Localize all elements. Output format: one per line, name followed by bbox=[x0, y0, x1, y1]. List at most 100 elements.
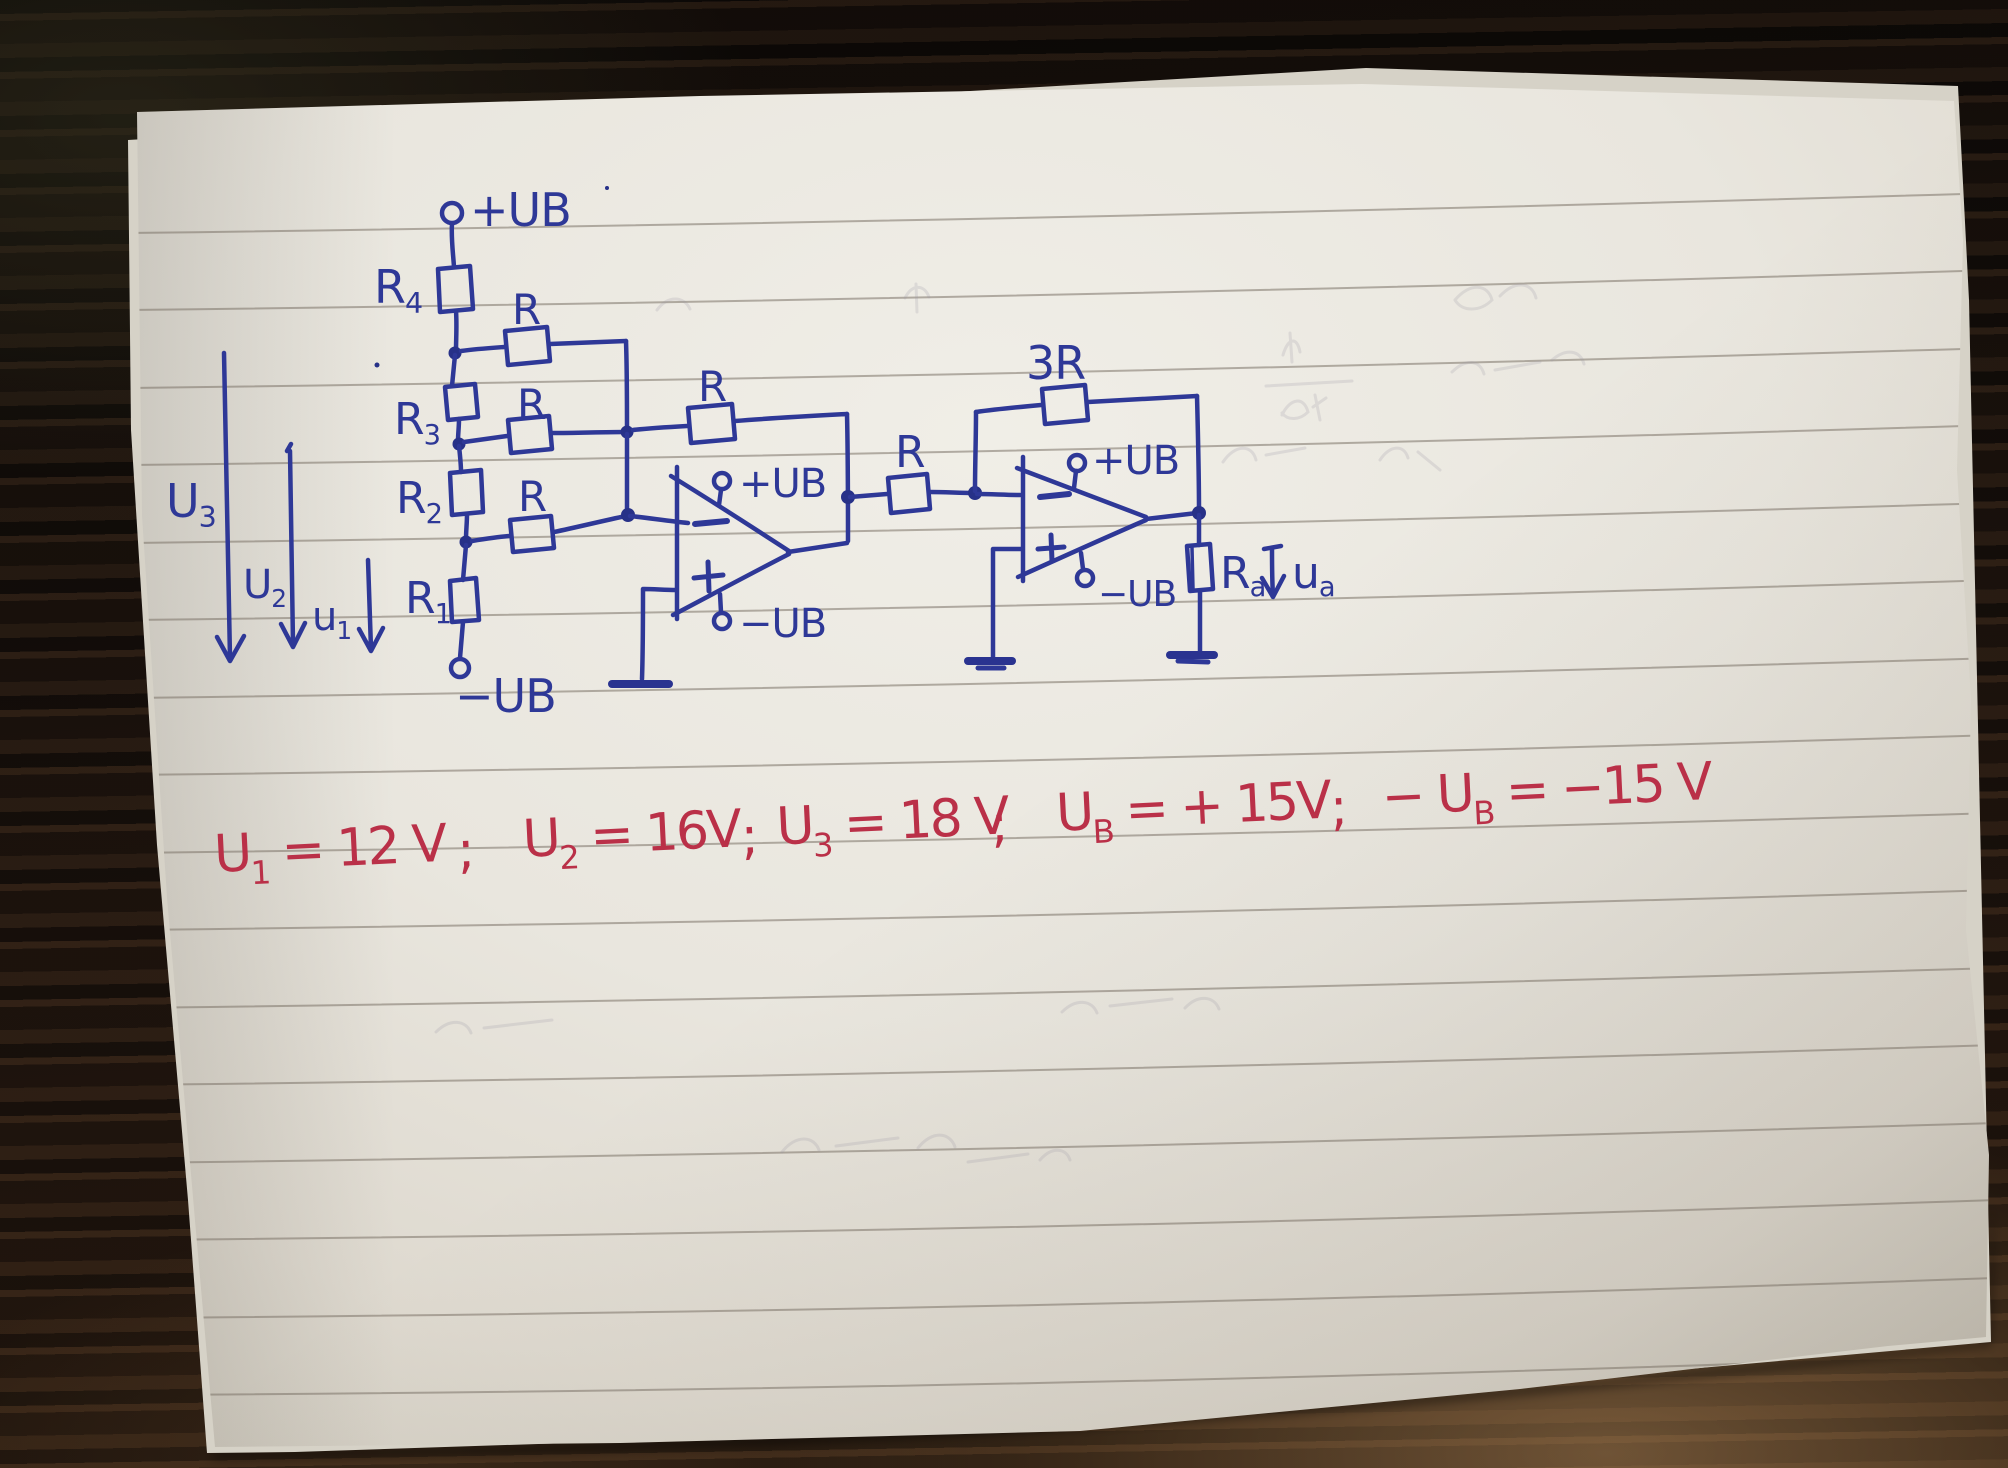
circuit-labels: +UB −UB R4 R3 R2 R1 R R R R R 3R U3 U2 u… bbox=[166, 183, 1336, 723]
wire bbox=[630, 423, 690, 433]
paper-edge-shading bbox=[137, 84, 1989, 1447]
voltage-arrow-u2 bbox=[284, 441, 296, 647]
wire bbox=[847, 491, 890, 500]
separator: ; bbox=[456, 820, 474, 881]
wire bbox=[547, 338, 629, 347]
arrowhead bbox=[278, 620, 308, 650]
resistor-box-feedback2 bbox=[1039, 382, 1091, 427]
wire bbox=[469, 533, 512, 544]
wire bbox=[627, 513, 691, 526]
opamp1-triangle bbox=[670, 551, 792, 618]
label-branch-mid-r: R bbox=[517, 380, 545, 429]
opamp2-triangle bbox=[1014, 465, 1149, 520]
opamp1-vminus-label: −UB bbox=[739, 601, 826, 647]
noninverting-input-sign bbox=[1035, 532, 1067, 564]
voltage-arrow-u1 bbox=[365, 557, 374, 652]
wire bbox=[927, 489, 977, 496]
opamp2-vplus-label: +UB bbox=[1092, 438, 1179, 484]
wire bbox=[717, 591, 724, 615]
arrowhead bbox=[356, 625, 386, 654]
wire bbox=[549, 429, 628, 436]
wire bbox=[463, 511, 470, 542]
label-output-ua: ua bbox=[1292, 548, 1335, 603]
label-r2: R2 bbox=[396, 473, 442, 530]
input-voltage-arrows bbox=[214, 350, 386, 664]
resistor-divider-chain bbox=[374, 186, 609, 680]
feedback-resistor-2 bbox=[972, 382, 1202, 514]
wire bbox=[461, 433, 510, 445]
wire bbox=[460, 542, 469, 583]
supply-top-label: +UB bbox=[470, 183, 571, 237]
output-load-branch bbox=[1166, 512, 1287, 665]
arrowhead bbox=[1259, 573, 1287, 600]
resistor-box-r1 bbox=[447, 575, 482, 625]
ground-symbol bbox=[1175, 658, 1211, 665]
resistor-box-load bbox=[1184, 541, 1216, 594]
wire bbox=[972, 409, 979, 494]
arrowhead bbox=[214, 633, 247, 664]
opamp1-triangle bbox=[668, 473, 792, 554]
wire bbox=[456, 443, 464, 475]
opamp2-vminus-label: −UB bbox=[1098, 574, 1176, 615]
wire bbox=[449, 221, 457, 270]
label-u1: u1 bbox=[312, 594, 351, 645]
separator: ; bbox=[1329, 778, 1347, 839]
wire bbox=[716, 487, 724, 508]
label-branch-bottom-r: R bbox=[518, 472, 546, 521]
wire bbox=[1078, 550, 1086, 572]
wire bbox=[1085, 393, 1200, 405]
wire bbox=[1071, 468, 1079, 491]
wire bbox=[973, 402, 1044, 415]
opamp2 bbox=[964, 452, 1206, 671]
opamp1 bbox=[608, 464, 855, 688]
inverting-input-sign bbox=[1037, 491, 1072, 500]
inverting-input-sign bbox=[692, 518, 730, 527]
feedback-resistor-1 bbox=[630, 401, 851, 544]
wire bbox=[785, 540, 850, 555]
supply-bottom-label: −UB bbox=[455, 669, 556, 723]
label-feedback1-r: R bbox=[698, 362, 726, 411]
pen-speck bbox=[605, 186, 609, 190]
given-u3: U3 = 18 V bbox=[775, 786, 1012, 866]
wire bbox=[551, 513, 629, 535]
resistor-box-r2 bbox=[447, 467, 486, 518]
label-r3: R3 bbox=[394, 394, 440, 451]
resistor-box-branch-bottom bbox=[507, 513, 557, 555]
wire bbox=[458, 344, 507, 354]
opamp2-triangle bbox=[1015, 517, 1149, 580]
resistor-box-feedback1 bbox=[685, 401, 738, 446]
given-ub: UB = + 15V bbox=[1055, 770, 1335, 852]
output-voltage-arrow bbox=[1269, 546, 1276, 598]
given-neg-ub: − UB = −15 V bbox=[1380, 752, 1715, 837]
wire bbox=[639, 586, 679, 682]
wire bbox=[457, 619, 466, 661]
resistor-box-load bbox=[1190, 546, 1195, 591]
ruled-lines bbox=[137, 192, 1989, 1447]
resistor-box-series bbox=[885, 471, 933, 516]
wire bbox=[974, 491, 1023, 498]
label-branch-top-r: R bbox=[512, 285, 540, 334]
label-r1: R1 bbox=[405, 573, 451, 630]
wire bbox=[623, 338, 630, 433]
label-series-r: R bbox=[895, 427, 925, 478]
voltage-arrow-u3 bbox=[221, 350, 233, 661]
pen-speck bbox=[374, 362, 380, 368]
wire bbox=[844, 411, 851, 544]
wire bbox=[1194, 393, 1202, 514]
wire bbox=[990, 546, 1025, 660]
resistor-box-branch-mid bbox=[505, 413, 555, 456]
resistor-box-r3 bbox=[442, 381, 481, 423]
summing-branch-resistors bbox=[458, 324, 691, 555]
given-values-line: U1 = 12 V ; U2 = 16V ; U3 = 18 V ; UB = … bbox=[213, 752, 1715, 892]
label-r4: R4 bbox=[374, 260, 422, 320]
terminal-circle-minus-ub bbox=[448, 656, 472, 680]
label-feedback2-3r: 3R bbox=[1026, 336, 1085, 390]
opamp1-vplus-label: +UB bbox=[739, 461, 826, 507]
wire bbox=[732, 411, 850, 424]
resistor-box-r4 bbox=[435, 263, 476, 315]
label-u3: U3 bbox=[166, 474, 216, 534]
separator: ; bbox=[989, 794, 1007, 855]
noninverting-input-sign bbox=[691, 559, 726, 594]
circuit-drawing: +UB −UB R4 R3 R2 R1 R R R R R 3R U3 U2 u… bbox=[166, 183, 1336, 723]
